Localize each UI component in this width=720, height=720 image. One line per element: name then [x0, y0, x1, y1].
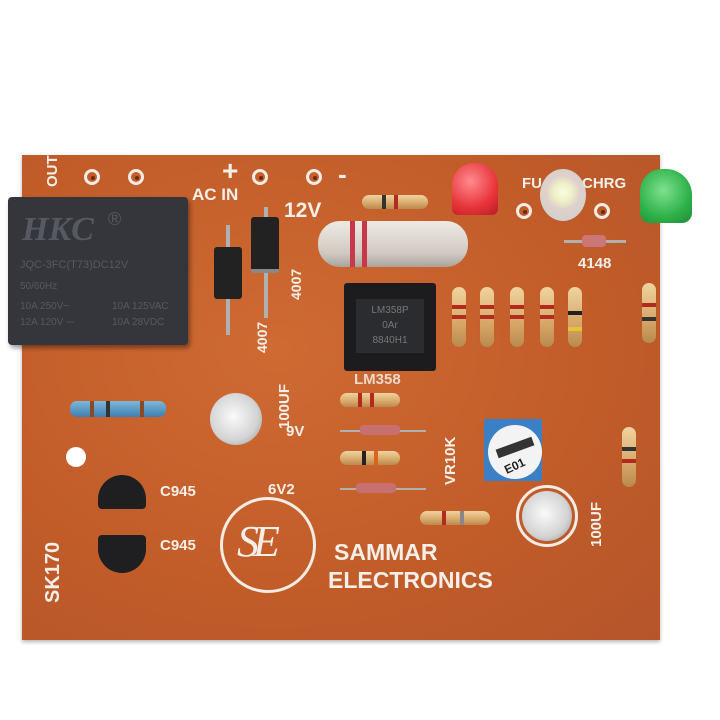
resistor — [568, 287, 582, 347]
relay-rating: 12A 120V ⎓ — [20, 317, 75, 328]
diode-4007 — [214, 247, 242, 299]
resistor — [340, 451, 400, 465]
diode-4007 — [251, 217, 279, 273]
resistor — [362, 195, 428, 209]
diode-label: 4007 — [288, 268, 304, 300]
ic-marking: 0Ar — [382, 320, 398, 331]
logo-monogram: SE — [237, 517, 280, 566]
zener-diode — [356, 483, 396, 493]
pad — [252, 169, 268, 185]
ic-chip: LM358P 0Ar 8840H1 — [356, 299, 424, 353]
pot-label: VR10K — [442, 436, 459, 485]
relay-brand: HKC — [22, 211, 94, 248]
brand-logo: SE — [220, 497, 316, 593]
resistor — [510, 287, 524, 347]
resistor — [480, 287, 494, 347]
plus-label: + — [222, 155, 239, 186]
zener-diode — [360, 425, 400, 435]
pad — [84, 169, 100, 185]
ac-in-label: AC IN — [192, 185, 239, 204]
out-label: OUT — [44, 155, 61, 187]
4148-label: 4148 — [578, 255, 612, 272]
brand-name: ELECTRONICS — [328, 567, 493, 593]
pad — [516, 203, 532, 219]
transistor-c945 — [98, 535, 146, 573]
brand-name: SAMMAR — [334, 539, 438, 565]
resistor — [420, 511, 490, 525]
diode-label: 4007 — [254, 321, 270, 353]
transistor-c945 — [98, 475, 146, 509]
chrg-label: CHRG — [582, 175, 627, 192]
pad — [306, 169, 322, 185]
zener-6v2-label: 6V2 — [268, 481, 295, 498]
ic-marking: 8840H1 — [372, 335, 408, 346]
resistor — [540, 287, 554, 347]
resistor-metal-film — [70, 401, 166, 417]
12v-label: 12V — [284, 199, 322, 222]
power-resistor — [318, 221, 468, 267]
relay-reg-mark: ® — [108, 209, 122, 229]
cap-label: 100UF — [588, 501, 605, 547]
led-green — [640, 169, 692, 223]
mounting-hole — [66, 447, 86, 467]
zener-9v-label: 9V — [286, 423, 305, 440]
pad — [128, 169, 144, 185]
pot-marking: E01 — [502, 455, 528, 477]
relay-rating: 10A 28VDC — [112, 317, 165, 328]
led-white — [540, 169, 586, 221]
trimmer-pot[interactable]: E01 — [484, 419, 542, 481]
full-label: FU — [522, 175, 542, 192]
relay-rating: 10A 125VAC — [112, 301, 169, 312]
resistor — [642, 283, 656, 343]
model-label: SK170 — [42, 541, 64, 603]
minus-label: - — [338, 159, 347, 189]
ic-marking: LM358P — [371, 305, 409, 316]
resistor — [340, 393, 400, 407]
transistor-label: C945 — [160, 537, 196, 554]
led-red — [452, 163, 498, 215]
pcb-board: OUT AC IN + - 12V HKC ® JQC-3FC(T73)DC12… — [8, 155, 692, 640]
relay-model: JQC-3FC(T73)DC12V — [20, 259, 129, 271]
relay-rating: 10A 250V~ — [20, 301, 70, 312]
resistor — [622, 427, 636, 487]
transistor-label: C945 — [160, 483, 196, 500]
capacitor-100uf — [210, 393, 262, 445]
capacitor-100uf — [522, 491, 572, 541]
resistor — [452, 287, 466, 347]
relay-freq: 50/60Hz — [20, 281, 58, 292]
diode-4148 — [582, 235, 606, 247]
ic-label: LM358 — [354, 371, 401, 388]
pad — [594, 203, 610, 219]
ic-socket: LM358P 0Ar 8840H1 — [344, 283, 436, 371]
relay: HKC ® JQC-3FC(T73)DC12V 50/60Hz 10A 250V… — [8, 197, 188, 345]
